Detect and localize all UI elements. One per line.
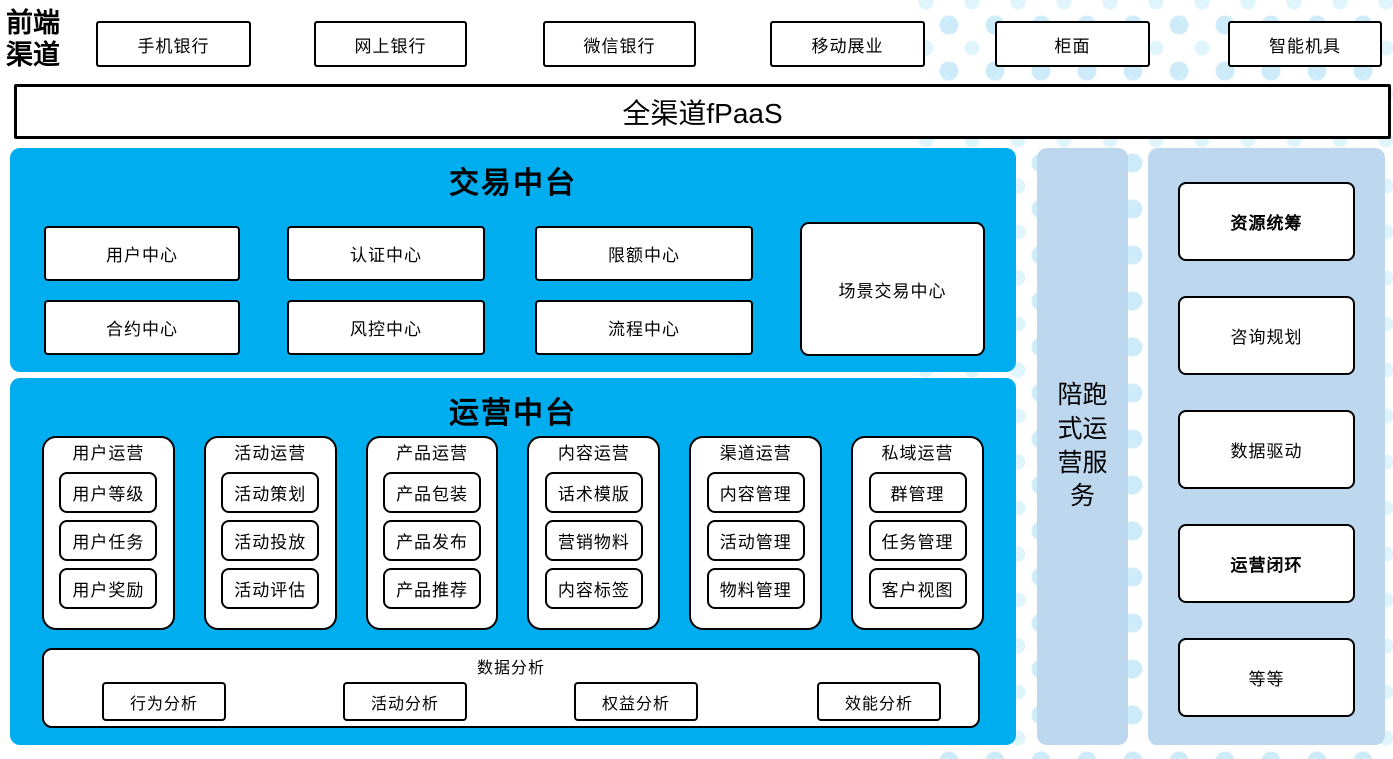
- channel-online-banking: 网上银行: [314, 21, 467, 67]
- column-item: 活动管理: [706, 520, 805, 561]
- column-user-operation: 用户运营 用户等级 用户任务 用户奖励: [42, 436, 175, 630]
- column-item: 用户等级: [59, 472, 158, 513]
- column-private-domain-operation: 私域运营 群管理 任务管理 客户视图: [851, 436, 984, 630]
- channel-wechat-banking: 微信银行: [543, 21, 696, 67]
- resource-coordination-box: 资源统筹: [1178, 182, 1355, 261]
- column-item: 活动评估: [221, 568, 320, 609]
- channel-mobile-expansion: 移动展业: [770, 21, 925, 67]
- column-title: 活动运营: [234, 444, 307, 463]
- channel-counter: 柜面: [995, 21, 1150, 67]
- column-title: 用户运营: [72, 444, 145, 463]
- risk-center-box: 风控中心: [287, 300, 485, 355]
- column-channel-operation: 渠道运营 内容管理 活动管理 物料管理: [689, 436, 823, 630]
- channel-smart-machines: 智能机具: [1228, 21, 1382, 67]
- channel-mobile-banking: 手机银行: [96, 21, 251, 67]
- column-item: 用户奖励: [59, 568, 158, 609]
- limit-center-box: 限额中心: [535, 226, 753, 281]
- activity-analysis-box: 活动分析: [343, 682, 467, 721]
- column-item: 任务管理: [868, 520, 967, 561]
- column-item: 产品包装: [383, 472, 482, 513]
- column-item: 产品推荐: [383, 568, 482, 609]
- column-item: 物料管理: [706, 568, 805, 609]
- column-title: 私域运营: [881, 444, 954, 463]
- trade-platform-title: 交易中台: [449, 167, 577, 200]
- column-activity-operation: 活动运营 活动策划 活动投放 活动评估: [203, 436, 337, 630]
- column-product-operation: 产品运营 产品包装 产品发布 产品推荐: [365, 436, 499, 630]
- process-center-box: 流程中心: [535, 300, 753, 355]
- column-item: 营销物料: [544, 520, 643, 561]
- column-item: 群管理: [868, 472, 967, 513]
- column-item: 活动策划: [221, 472, 320, 513]
- data-driven-box: 数据驱动: [1178, 410, 1355, 489]
- column-item: 内容标签: [544, 568, 643, 609]
- column-item: 内容管理: [706, 472, 805, 513]
- operation-columns: 用户运营 用户等级 用户任务 用户奖励 活动运营 活动策划 活动投放 活动评估 …: [42, 436, 984, 630]
- user-center-box: 用户中心: [44, 226, 240, 281]
- companion-operation-service-label: 陪跑式运营服务: [1057, 381, 1108, 511]
- operation-closed-loop-box: 运营闭环: [1178, 524, 1355, 603]
- operation-platform-section: 运营中台 用户运营 用户等级 用户任务 用户奖励 活动运营 活动策划 活动投放 …: [10, 378, 1016, 745]
- front-channels-label: 前端渠道: [6, 8, 60, 71]
- column-item: 用户任务: [59, 520, 158, 561]
- behavior-analysis-box: 行为分析: [102, 682, 226, 721]
- column-title: 内容运营: [557, 444, 630, 463]
- rights-analysis-box: 权益分析: [574, 682, 698, 721]
- column-item: 客户视图: [868, 568, 967, 609]
- service-items-panel: 资源统筹 咨询规划 数据驱动 运营闭环 等等: [1148, 148, 1385, 745]
- trade-platform-section: 交易中台 用户中心 认证中心 限额中心 合约中心 风控中心 流程中心 场景交易中…: [10, 148, 1016, 372]
- column-item: 产品发布: [383, 520, 482, 561]
- column-item: 活动投放: [221, 520, 320, 561]
- companion-operation-service-bar: 陪跑式运营服务: [1037, 148, 1128, 745]
- column-title: 产品运营: [396, 444, 469, 463]
- contract-center-box: 合约中心: [44, 300, 240, 355]
- scenario-trade-center-box: 场景交易中心: [800, 222, 985, 356]
- column-item: 话术模版: [544, 472, 643, 513]
- column-content-operation: 内容运营 话术模版 营销物料 内容标签: [527, 436, 661, 630]
- etc-box: 等等: [1178, 638, 1355, 717]
- auth-center-box: 认证中心: [287, 226, 485, 281]
- consulting-planning-box: 咨询规划: [1178, 296, 1355, 375]
- omni-channel-fpaas-bar: 全渠道fPaaS: [14, 84, 1391, 139]
- efficiency-analysis-box: 效能分析: [817, 682, 941, 721]
- data-analysis-title: 数据分析: [476, 660, 545, 677]
- column-title: 渠道运营: [719, 444, 792, 463]
- data-analysis-section: 数据分析 行为分析 活动分析 权益分析 效能分析: [42, 648, 980, 728]
- operation-platform-title: 运营中台: [449, 397, 577, 430]
